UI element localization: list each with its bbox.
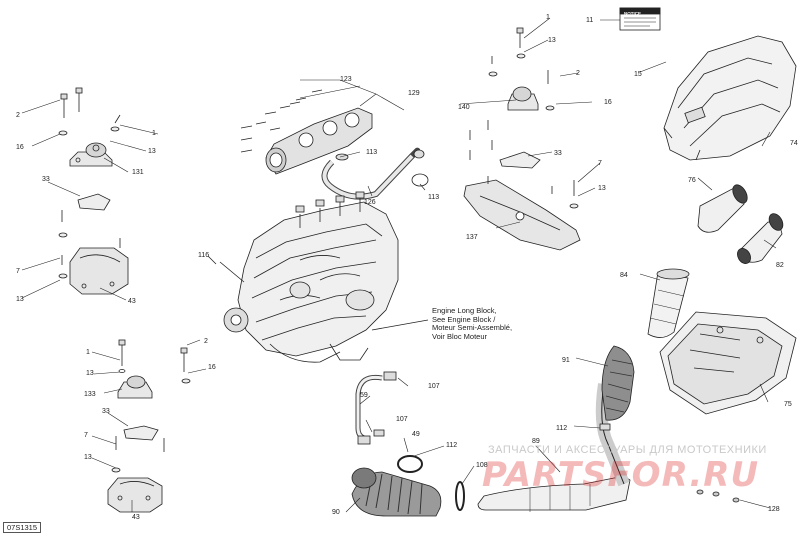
callout-43b: 43 [132, 514, 140, 521]
callout-129: 129 [408, 90, 420, 97]
callout-84: 84 [620, 272, 628, 279]
callout-1b: 1 [152, 130, 156, 137]
callout-113: 113 [366, 149, 378, 156]
diagram-reference-code: 07S1315 [3, 522, 42, 533]
callout-82: 82 [776, 262, 784, 269]
callout-59: 49 [412, 431, 420, 438]
callout-2b: 2 [16, 112, 20, 119]
mount-43-top [58, 247, 129, 295]
airbox-cover-74 [663, 35, 797, 161]
hose-126 [321, 147, 429, 200]
callout-107: 107 [428, 383, 440, 390]
callout-13f: 13 [84, 454, 92, 461]
mount-133 [117, 339, 191, 399]
callout-131: 131 [132, 169, 144, 176]
callout-112b: 112 [446, 442, 458, 449]
callout-13d: 13 [16, 296, 24, 303]
callout-16: 16 [604, 99, 612, 106]
engine-long-block [223, 191, 399, 363]
duct-82 [737, 213, 784, 264]
engine-note-line-3: Moteur Semi-Assemblé, [432, 323, 513, 333]
callout-74: 74 [790, 140, 798, 147]
callout-76: 76 [688, 177, 696, 184]
callout-11: 11 [586, 17, 594, 24]
callout-126: 126 [364, 199, 376, 206]
mount-140 [488, 27, 555, 111]
callout-137: 137 [466, 234, 478, 241]
callout-49: 59 [360, 392, 368, 399]
callout-13: 13 [548, 37, 556, 44]
callout-2: 2 [576, 70, 580, 77]
callout-7c: 7 [84, 432, 88, 439]
hose-90 [351, 467, 442, 517]
callout-113b: 113 [428, 194, 440, 201]
callout-116: 116 [198, 252, 210, 259]
duct-76 [697, 184, 748, 233]
callout-140: 140 [458, 104, 470, 111]
callout-15: 15 [634, 71, 642, 78]
callout-13c: 13 [148, 148, 156, 155]
callout-112: 112 [556, 425, 568, 432]
callout-16b: 16 [16, 144, 24, 151]
bracket-33-top [58, 193, 121, 248]
callout-33: 33 [554, 150, 562, 157]
callout-7: 7 [598, 160, 602, 167]
callout-89: 89 [532, 438, 540, 445]
watermark-tagline: ЗАПЧАСТИ И АКСЕССУАРЫ ДЛЯ МОТОТЕХНИКИ [488, 444, 767, 456]
intake-manifold-129 [240, 89, 373, 175]
callout-43: 43 [128, 298, 136, 305]
engine-note-line-2: See Engine Block / [432, 314, 496, 324]
callout-1c: 1 [86, 349, 90, 356]
callout-13b: 13 [598, 185, 606, 192]
hose-91 [601, 345, 635, 421]
callout-90: 90 [332, 509, 340, 516]
callout-7b: 7 [16, 268, 20, 275]
engine-rail-137 [463, 176, 581, 251]
callout-33b: 33 [42, 176, 50, 183]
engine-note-line-4: Voir Bloc Moteur [432, 331, 488, 341]
callout-16c: 16 [208, 364, 216, 371]
engine-note-line-1: Engine Long Block, [432, 306, 497, 315]
callout-91: 91 [562, 357, 570, 364]
callout-75: 75 [784, 401, 792, 408]
callout-33c: 33 [102, 408, 110, 415]
watermark-logo: PARTSFOR.RU [482, 455, 760, 495]
bracket-33-lower [111, 425, 165, 473]
callout-13e: 13 [86, 370, 94, 377]
engine-mount-131 [58, 87, 121, 167]
callout-107b: 107 [396, 416, 408, 423]
decal-notice-text: NOTICE [624, 11, 642, 16]
hose-49 [355, 371, 397, 445]
callout-133: 133 [84, 391, 96, 398]
callout-123: 123 [340, 76, 352, 83]
callout-108: 108 [476, 462, 488, 469]
clamp-59 [397, 455, 423, 473]
callout-128: 128 [768, 506, 780, 513]
intake-tube-84 [647, 268, 690, 338]
clamp-108 [455, 481, 465, 511]
callout-2c: 2 [204, 338, 208, 345]
mount-43-lower [107, 477, 163, 513]
bracket-33-right [469, 120, 541, 169]
airbox-lower-75 [659, 311, 797, 415]
engine-block-note: Engine Long Block, See Engine Block / Mo… [432, 306, 513, 342]
callout-1: 1 [546, 14, 550, 21]
